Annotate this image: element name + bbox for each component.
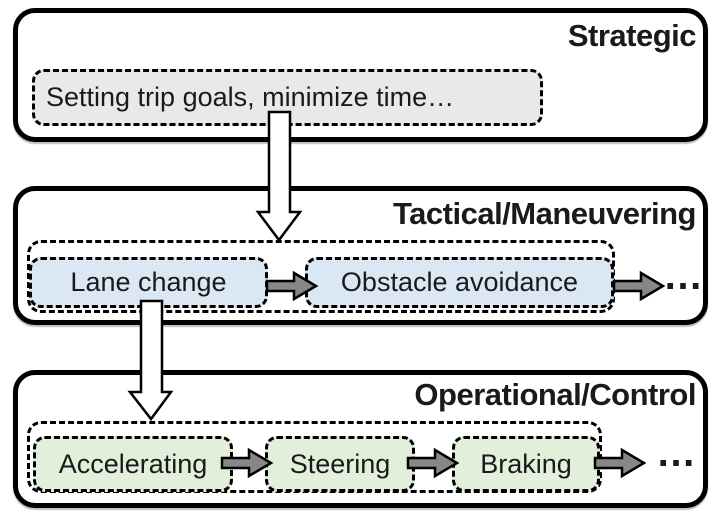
task-label: Accelerating [58, 448, 208, 479]
task-box-braking: Braking [452, 436, 600, 492]
flow-arrow-icon [265, 270, 319, 302]
operational-level-title: Operational/Control [414, 377, 696, 412]
task-label: Braking [480, 448, 572, 479]
task-box-steering: Steering [265, 436, 415, 492]
flow-arrow-icon [612, 270, 666, 302]
down-arrow-icon [127, 299, 174, 422]
task-box-accelerating: Accelerating [33, 436, 233, 492]
flow-arrow-icon [593, 447, 647, 479]
task-label: Obstacle avoidance [340, 267, 579, 297]
task-box-obstacle-avoidance: Obstacle avoidance [305, 257, 614, 308]
tactical-level-title: Tactical/Maneuvering [393, 196, 696, 231]
task-label: Steering [289, 448, 391, 479]
flow-arrow-icon [220, 447, 274, 479]
more-tasks-ellipsis: … [656, 431, 697, 475]
more-tasks-ellipsis: … [663, 254, 704, 298]
strategic-level-title: Strategic [567, 18, 697, 53]
down-arrow-icon [255, 110, 303, 243]
flow-arrow-icon [406, 447, 460, 479]
task-label: Setting trip goals, minimize time… [46, 82, 455, 112]
task-label: Lane change [70, 267, 227, 297]
